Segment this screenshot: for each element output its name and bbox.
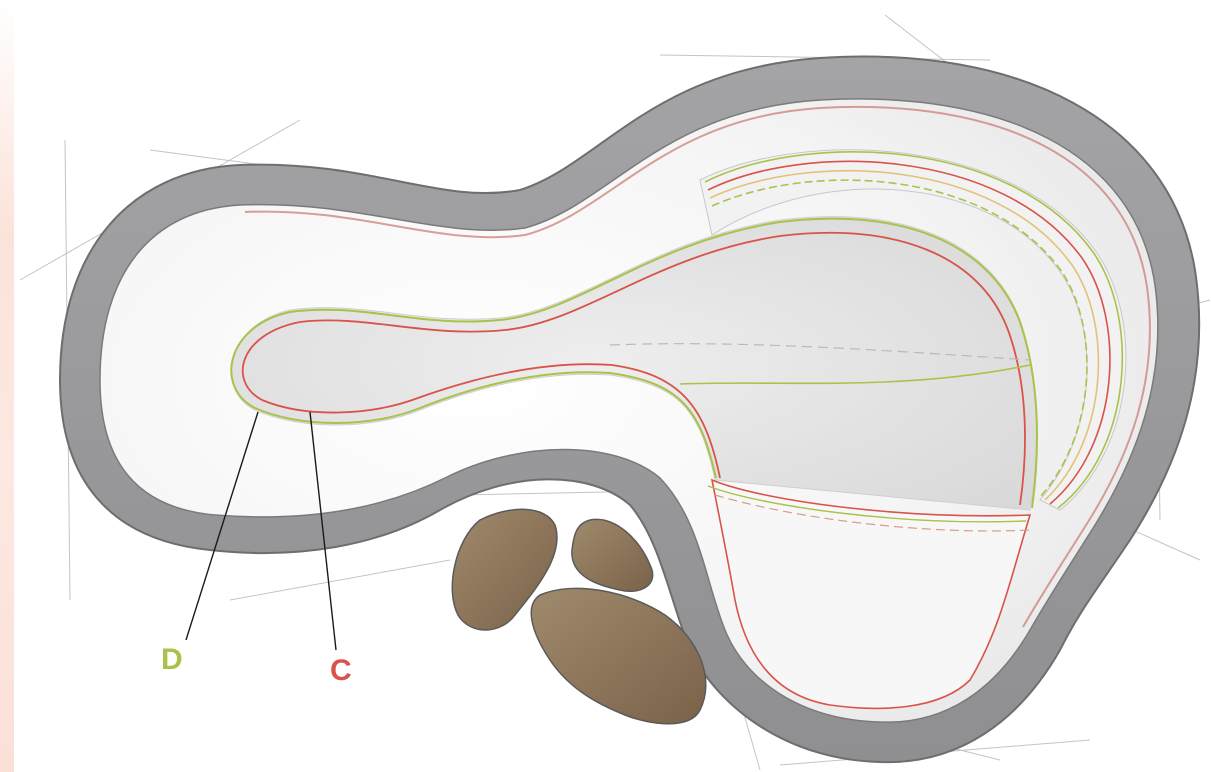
label-c: C xyxy=(330,656,352,686)
stone-middle xyxy=(572,519,653,591)
label-d: D xyxy=(161,645,183,675)
